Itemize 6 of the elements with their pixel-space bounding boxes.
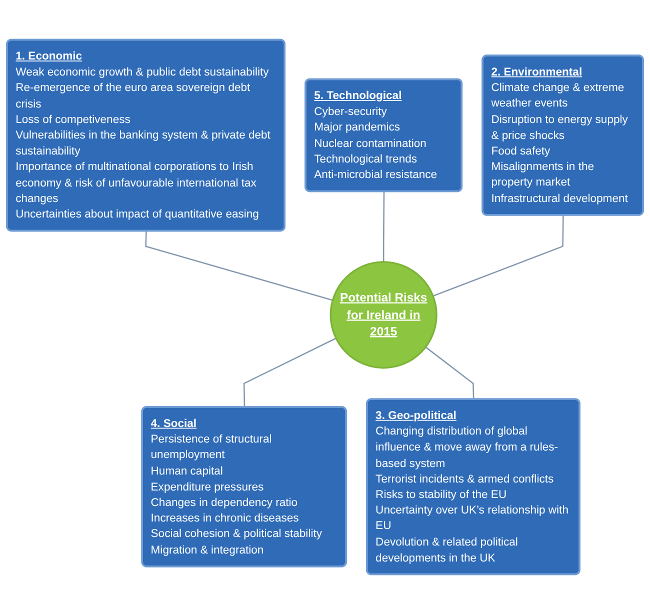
connector — [243, 338, 336, 408]
connector — [382, 192, 385, 262]
connector — [425, 346, 474, 400]
node-circle: Potential Risks for Ireland in 2015 — [330, 261, 438, 369]
connector — [432, 215, 564, 297]
connector — [145, 231, 333, 301]
